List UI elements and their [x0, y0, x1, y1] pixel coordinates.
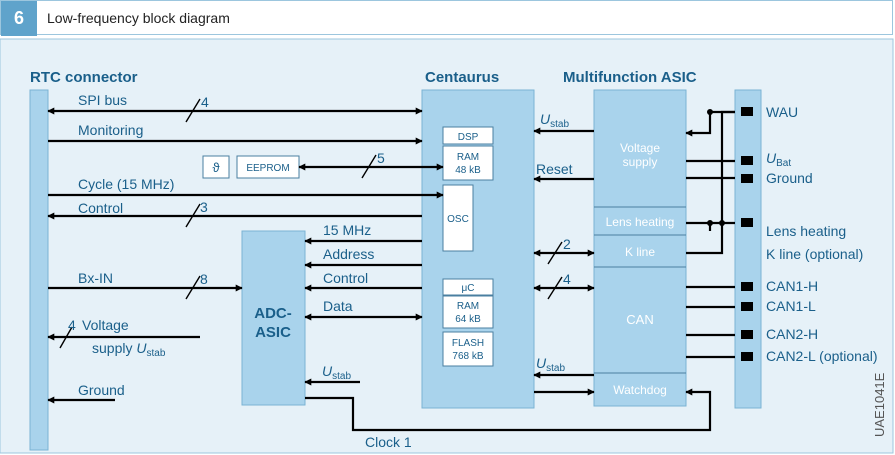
dsp-box [442, 126, 494, 145]
can2h-label: CAN2-H [766, 326, 818, 342]
centaurus-title: Centaurus [425, 69, 499, 86]
can-width: 4 [563, 271, 571, 287]
multifunction-asic-block [593, 89, 687, 407]
uc-label: μC [462, 283, 475, 294]
ubat-label: UBat [766, 150, 791, 169]
mf-k-line: K line [625, 245, 655, 259]
figure-number: 6 [1, 1, 37, 36]
wau-label: WAU [766, 104, 798, 120]
mf-can: CAN [626, 312, 653, 327]
osc-box [442, 184, 474, 252]
temperature-icon: ϑ [212, 160, 220, 175]
eeprom-label: EEPROM [246, 163, 289, 174]
control-slash [185, 203, 201, 228]
spi-width: 4 [201, 94, 209, 110]
spi-slash [185, 98, 201, 123]
adc-ustab-label: Ustab [322, 363, 351, 382]
clock-line [305, 388, 712, 432]
data-label: Data [323, 298, 353, 314]
control-label: Control [78, 200, 123, 216]
lens-junction-a [707, 220, 713, 226]
address-label: Address [323, 246, 374, 262]
dsp-label: DSP [458, 132, 479, 143]
pin-ubat [741, 156, 753, 165]
uc-box [442, 278, 494, 296]
temperature-sensor-box [202, 155, 230, 179]
ustab-top-label: Ustab [540, 111, 569, 130]
can1l-label: CAN1-L [766, 298, 816, 314]
block-diagram: RTC connector Centaurus Multifunction AS… [0, 38, 894, 454]
k-line-right [686, 110, 735, 255]
osc-label: OSC [447, 214, 469, 225]
right-ground-label: Ground [766, 170, 813, 186]
flash-label-2: 768 kB [452, 351, 483, 362]
can-slash [547, 276, 563, 300]
mhz-label: 15 MHz [323, 222, 371, 238]
pin-can2h [741, 330, 753, 339]
eeprom-slash [361, 154, 377, 179]
kline-slash [547, 241, 563, 265]
adc-asic-label-1: ADC- [254, 305, 292, 322]
multifunction-asic-title: Multifunction ASIC [563, 69, 697, 86]
voltage-slash [59, 326, 73, 349]
wau-junction [707, 109, 713, 115]
right-lens-heating-label: Lens heating [766, 223, 846, 239]
figure-title: Low-frequency block diagram [47, 10, 230, 26]
ram48-label-1: RAM [457, 152, 479, 163]
rtc-connector-title: RTC connector [30, 69, 138, 86]
bx-in-label: Bx-IN [78, 270, 113, 286]
clock-label: Clock 1 [365, 434, 412, 450]
pin-lens-heating [741, 218, 753, 227]
rtc-connector-block [29, 89, 49, 451]
side-code: UAE1041E [872, 372, 887, 437]
adc-asic-label-2: ASIC [255, 324, 291, 341]
adc-asic-block [241, 230, 306, 406]
pin-ground [741, 174, 753, 183]
mf-lens-heating: Lens heating [606, 215, 675, 229]
pin-can1h [741, 282, 753, 291]
pin-can1l [741, 302, 753, 311]
mf-watchdog: Watchdog [613, 383, 667, 397]
lens-junction-b [719, 220, 725, 226]
ram64-label-1: RAM [457, 301, 479, 312]
adc-control-label: Control [323, 270, 368, 286]
reset-label: Reset [536, 161, 573, 177]
ram64-box [442, 295, 494, 329]
control-width: 3 [200, 199, 208, 215]
bxin-slash [185, 275, 201, 300]
figure-header: 6 Low-frequency block diagram [0, 0, 893, 36]
mf-voltage-supply-1: Voltage [620, 141, 660, 155]
kline-width: 2 [563, 236, 571, 252]
monitoring-label: Monitoring [78, 122, 143, 138]
spi-bus-label: SPI bus [78, 92, 127, 108]
mf-voltage-supply-2: supply [623, 155, 658, 169]
pin-can2l [741, 352, 753, 361]
pin-wau [741, 107, 753, 116]
rtc-ground-label: Ground [78, 382, 125, 398]
ram48-box [442, 145, 494, 181]
right-k-line-label: K line (optional) [766, 246, 863, 262]
voltage-label-1: Voltage [82, 317, 129, 333]
voltage-width: 4 [68, 317, 76, 333]
flash-label-1: FLASH [452, 338, 484, 349]
bxin-width: 8 [200, 271, 208, 287]
ustab-bottom-label: Ustab [536, 355, 565, 374]
eeprom-width: 5 [377, 150, 385, 166]
flash-box [442, 331, 494, 367]
ram64-label-2: 64 kB [455, 314, 481, 325]
voltage-label-2: supply Ustab [92, 340, 166, 359]
can2l-label: CAN2-L (optional) [766, 348, 878, 364]
ram48-label-2: 48 kB [455, 165, 481, 176]
cycle-label: Cycle (15 MHz) [78, 176, 174, 192]
can1h-label: CAN1-H [766, 278, 818, 294]
